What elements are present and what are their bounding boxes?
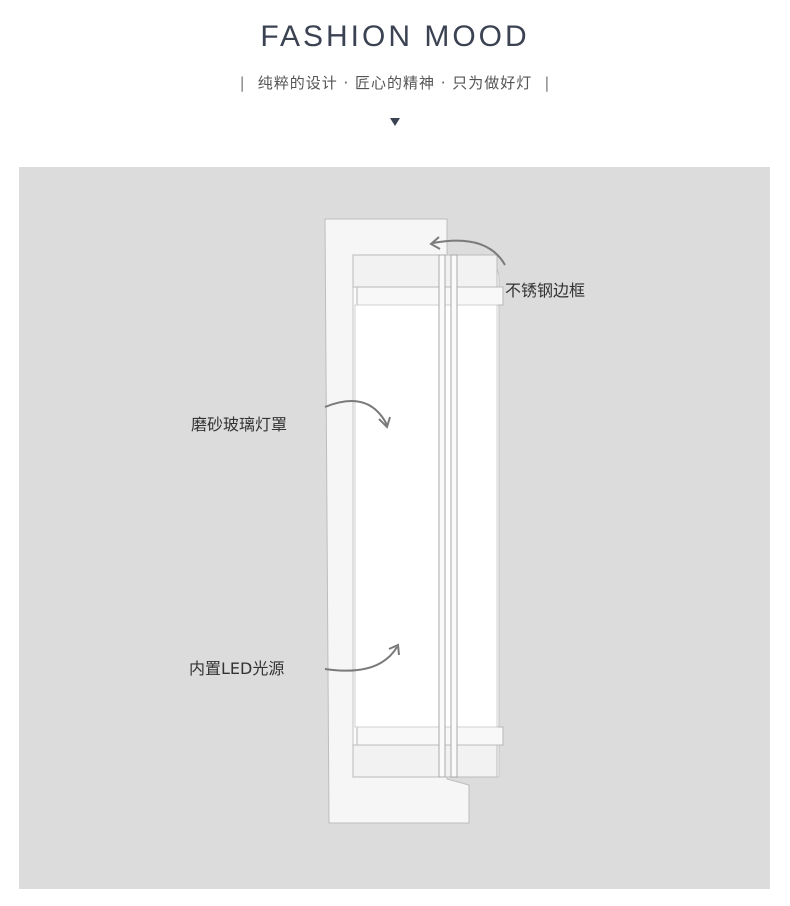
lamp-top-band bbox=[356, 286, 504, 306]
subtitle-text: 纯粹的设计 · 匠心的精神 · 只为做好灯 bbox=[257, 74, 533, 92]
lamp-glass bbox=[354, 304, 498, 728]
callout-light: 内置LED光源 bbox=[189, 659, 285, 678]
page-subtitle: | 纯粹的设计 · 匠心的精神 · 只为做好灯 | bbox=[0, 72, 790, 93]
arrow-head-light bbox=[388, 643, 400, 656]
lamp-bottom-cap bbox=[352, 744, 498, 778]
triangle-down-icon bbox=[390, 118, 400, 126]
curved-arrow-icon bbox=[324, 400, 388, 426]
divider-right: | bbox=[544, 74, 551, 92]
curved-arrow-icon bbox=[324, 646, 398, 672]
lamp-top-cap bbox=[352, 254, 498, 288]
frame-rail-left bbox=[438, 254, 446, 778]
divider-left: | bbox=[239, 74, 246, 92]
lamp-bottom-band bbox=[356, 726, 504, 746]
arrow-head-glass bbox=[378, 416, 391, 429]
product-panel: 不锈钢边框 磨砂玻璃灯罩 内置LED光源 bbox=[19, 167, 770, 889]
curved-arrow-icon bbox=[432, 239, 506, 266]
frame-rail-right bbox=[450, 254, 458, 778]
page-title: FASHION MOOD bbox=[260, 20, 530, 53]
callout-frame: 不锈钢边框 bbox=[505, 281, 586, 300]
callout-glass: 磨砂玻璃灯罩 bbox=[191, 415, 288, 434]
arrow-head-frame bbox=[429, 236, 441, 250]
wall-lamp-illustration bbox=[324, 218, 506, 824]
